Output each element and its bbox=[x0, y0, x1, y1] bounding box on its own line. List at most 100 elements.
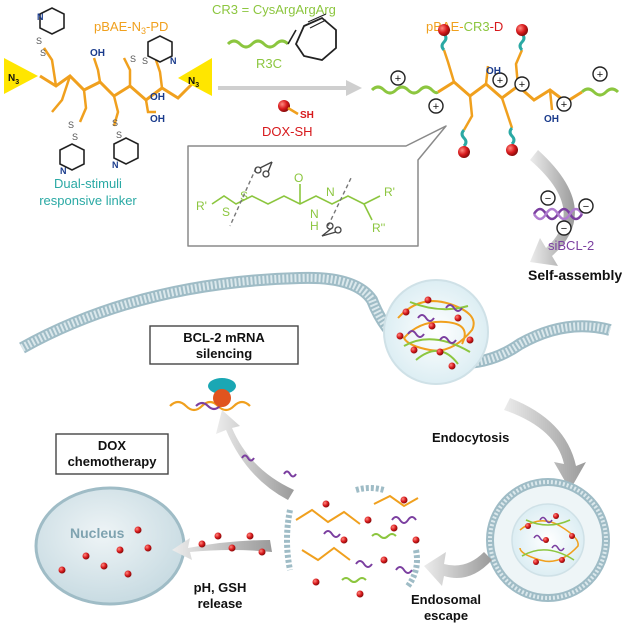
oh-label: OH bbox=[544, 114, 559, 125]
cr3-definition: CR3 = CysArgArgArg bbox=[212, 2, 336, 17]
svg-text:N: N bbox=[60, 166, 67, 176]
process-arrow bbox=[216, 410, 294, 500]
disulfide-s: S bbox=[116, 130, 122, 140]
positive-charge: + bbox=[428, 98, 444, 114]
release-label-line1: pH, GSH bbox=[194, 580, 247, 595]
svg-text:R'': R'' bbox=[372, 221, 385, 235]
svg-text:BCL-2 mRNA: BCL-2 mRNA bbox=[183, 330, 265, 345]
disulfide-s: S bbox=[72, 132, 78, 142]
svg-text:silencing: silencing bbox=[196, 346, 252, 361]
oh-label: OH bbox=[486, 66, 501, 77]
endosomal-escape-line2: escape bbox=[424, 608, 468, 623]
linker-structure-callout: R' S S O N H N R' R'' bbox=[187, 125, 447, 247]
svg-text:SH: SH bbox=[300, 110, 314, 121]
pyridine-ring: N bbox=[112, 137, 139, 170]
r3c-peptide bbox=[226, 13, 337, 61]
negative-charge: − bbox=[540, 190, 556, 206]
azide-tag-left: N3 bbox=[4, 58, 38, 94]
svg-text:+: + bbox=[561, 99, 567, 111]
pyridine-ring: N bbox=[147, 35, 177, 66]
disulfide-s: S bbox=[142, 56, 148, 66]
svg-text:N3: N3 bbox=[8, 73, 19, 86]
disulfide-s: S bbox=[112, 118, 118, 128]
dox-sh-label: DOX-SH bbox=[262, 124, 313, 139]
dox-bead bbox=[458, 146, 470, 158]
svg-text:H: H bbox=[310, 219, 319, 233]
nanoparticle-complex bbox=[383, 279, 489, 385]
self-assembly-label: Self-assembly bbox=[528, 267, 622, 283]
svg-text:N: N bbox=[112, 160, 119, 170]
svg-text:O: O bbox=[294, 171, 303, 185]
positive-charge: + bbox=[592, 66, 608, 82]
svg-text:S: S bbox=[222, 205, 230, 219]
release-label-line2: release bbox=[198, 596, 243, 611]
sibcl2-label: siBCL-2 bbox=[548, 238, 594, 253]
disulfide-s: S bbox=[40, 48, 46, 58]
negative-charge: − bbox=[578, 198, 594, 214]
disassembled-complex bbox=[284, 485, 420, 598]
dox-sh-molecule: SH bbox=[278, 100, 314, 121]
svg-text:N: N bbox=[326, 185, 335, 199]
positive-charges: + + + + + + bbox=[390, 66, 608, 114]
polymer-name: pBAE-N3-PD bbox=[94, 19, 168, 36]
oh-label: OH bbox=[150, 114, 165, 125]
dox-chemotherapy-box: DOX chemotherapy bbox=[55, 433, 169, 475]
product-name: pBAE-CR3-D bbox=[426, 19, 503, 34]
process-arrow bbox=[424, 552, 492, 586]
linker-caption-line1: Dual-stimuli bbox=[54, 176, 122, 191]
svg-text:N: N bbox=[37, 12, 44, 22]
svg-text:R': R' bbox=[196, 199, 207, 213]
dox-bead bbox=[438, 24, 450, 36]
process-arrow bbox=[504, 398, 586, 490]
svg-text:chemotherapy: chemotherapy bbox=[68, 454, 158, 469]
nucleus: Nucleus bbox=[34, 486, 186, 606]
svg-text:+: + bbox=[395, 73, 401, 85]
released-sirna bbox=[241, 454, 297, 478]
positive-charge: + bbox=[492, 72, 508, 88]
svg-text:+: + bbox=[497, 75, 503, 87]
scissors-icon bbox=[254, 161, 273, 178]
endosomal-escape-line1: Endosomal bbox=[411, 592, 481, 607]
linker-caption-line2: responsive linker bbox=[39, 193, 137, 208]
dox-bead bbox=[506, 144, 518, 156]
pbae-n3-pd-polymer: S S S S S S S S OH OH OH N N N N N3 bbox=[4, 7, 212, 176]
nucleus-label: Nucleus bbox=[70, 525, 125, 541]
svg-text:N: N bbox=[310, 207, 319, 221]
positive-charge: + bbox=[390, 70, 406, 86]
sibcl2-duplex bbox=[532, 207, 584, 221]
svg-text:+: + bbox=[433, 101, 439, 113]
released-dox bbox=[198, 532, 266, 556]
disulfide-s: S bbox=[36, 36, 42, 46]
process-arrow bbox=[530, 150, 575, 266]
positive-charge: + bbox=[514, 76, 530, 92]
cell-membrane bbox=[19, 271, 612, 370]
bcl2-silencing-box: BCL-2 mRNA silencing bbox=[149, 325, 299, 365]
negative-charge: − bbox=[556, 220, 572, 236]
svg-text:N3: N3 bbox=[188, 76, 199, 89]
azide-tag-right: N3 bbox=[178, 58, 212, 96]
scissors-icon bbox=[321, 222, 342, 237]
risc-mrna-complex bbox=[169, 378, 251, 412]
svg-text:−: − bbox=[545, 193, 551, 205]
svg-text:+: + bbox=[519, 79, 525, 91]
dox-bead bbox=[516, 24, 528, 36]
oh-label: OH bbox=[90, 48, 105, 59]
svg-text:+: + bbox=[597, 69, 603, 81]
svg-text:−: − bbox=[561, 223, 567, 235]
reaction-arrow bbox=[218, 80, 362, 96]
r3c-label: R3C bbox=[256, 56, 282, 71]
svg-text:R': R' bbox=[384, 185, 395, 199]
pyridine-ring: N bbox=[37, 7, 65, 35]
svg-text:DOX: DOX bbox=[98, 438, 127, 453]
positive-charge: + bbox=[556, 96, 572, 112]
disulfide-s: S bbox=[130, 54, 136, 64]
pyridine-ring: N bbox=[59, 143, 85, 176]
oh-label: OH bbox=[150, 92, 165, 103]
endocytosis-label: Endocytosis bbox=[432, 430, 509, 445]
pbae-cr3-d-polymer bbox=[370, 24, 620, 158]
svg-text:N: N bbox=[170, 56, 177, 66]
process-arrow bbox=[172, 538, 272, 560]
disulfide-s: S bbox=[68, 120, 74, 130]
endosome bbox=[486, 478, 610, 602]
